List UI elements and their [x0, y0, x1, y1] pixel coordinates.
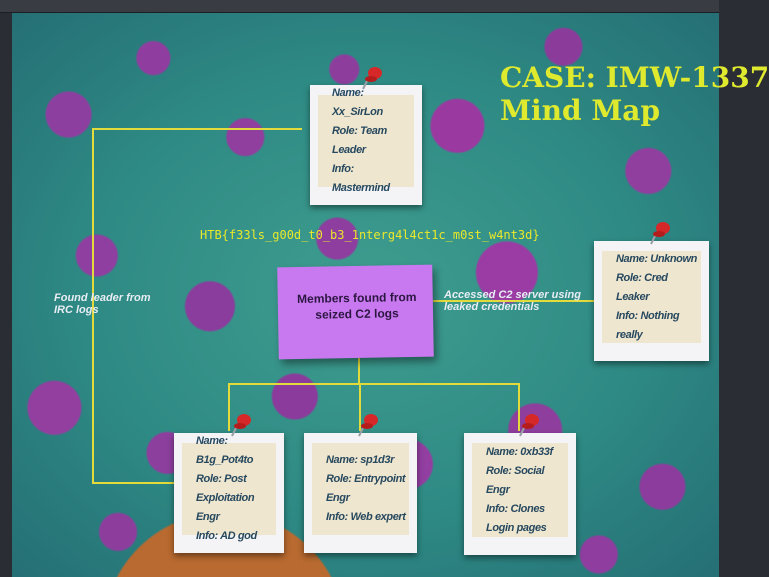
pushpin-icon	[519, 414, 539, 437]
pushpin-icon	[358, 414, 378, 437]
mind-map-board[interactable]: CASE: IMW-1337 Mind Map HTB{f33ls_g00d_t…	[12, 13, 769, 577]
annotation-right: Accessed C2 server using leaked credenti…	[444, 289, 581, 313]
flag-text: HTB{f33ls_g00d_t0_b3_1nterg4l4ct1c_m0st_…	[200, 228, 540, 242]
member-role: Role: Team Leader	[332, 125, 387, 156]
member-card-entrypoint[interactable]: Name: sp1d3r Role: Entrypoint Engr Info:…	[304, 433, 417, 553]
member-info: Info: Web expert	[326, 511, 406, 523]
member-role: Role: Cred Leaker	[616, 271, 668, 303]
member-role: Role: Post	[196, 473, 247, 485]
member-card-leader[interactable]: Name: Xx_SirLon Role: Team Leader Info: …	[310, 85, 422, 205]
member-info: Info: Mastermind	[332, 163, 390, 194]
connector-lines	[92, 128, 594, 484]
member-card-photo: Name: sp1d3r Role: Entrypoint Engr Info:…	[312, 443, 409, 535]
member-role: Role: Entrypoint	[326, 473, 406, 485]
connector-member-bar	[228, 383, 520, 431]
member-name: Name: sp1d3r	[326, 454, 394, 466]
sticky-note-text: Members found from seized C2 logs	[296, 289, 417, 322]
member-role-cont: Exploitation Engr	[196, 492, 255, 523]
annotation-left: Found leader from IRC logs	[54, 292, 151, 316]
member-role-cont: Engr	[326, 492, 350, 504]
member-info: Info: Nothing really	[616, 309, 680, 341]
member-name: Name: 0xb33f	[486, 445, 553, 458]
pushpin-icon	[231, 414, 251, 437]
connector-leader-to-post	[92, 128, 302, 484]
pushpin-icon	[362, 67, 382, 90]
pushpin-icon	[650, 222, 670, 245]
member-card-photo: Name: B1g_Pot4to Role: Post Exploitation…	[182, 435, 276, 542]
top-toolbar	[0, 0, 719, 13]
sticky-note[interactable]: Members found from seized C2 logs	[277, 264, 434, 360]
member-role: Role: Social Engr	[486, 464, 545, 496]
case-title-line1: CASE: IMW-1337	[500, 61, 769, 94]
member-name: Name: Unknown	[616, 252, 697, 265]
member-card-social-engineer[interactable]: Name: 0xb33f Role: Social Engr Info: Clo…	[464, 433, 576, 555]
member-card-photo: Name: 0xb33f Role: Social Engr Info: Clo…	[472, 443, 568, 537]
member-info-cont: Login pages	[486, 521, 547, 534]
member-info: Info: Clones	[486, 502, 545, 515]
case-title: CASE: IMW-1337 Mind Map	[500, 61, 769, 127]
member-card-photo: Name: Xx_SirLon Role: Team Leader Info: …	[318, 87, 414, 194]
member-name: Name: B1g_Pot4to	[196, 435, 254, 466]
member-name: Name: Xx_SirLon	[332, 87, 383, 118]
member-info: Info: AD god	[196, 530, 257, 542]
case-title-line2: Mind Map	[500, 94, 661, 127]
member-card-cred-leaker[interactable]: Name: Unknown Role: Cred Leaker Info: No…	[594, 241, 709, 361]
member-card-photo: Name: Unknown Role: Cred Leaker Info: No…	[602, 251, 701, 343]
member-card-post-exploitation[interactable]: Name: B1g_Pot4to Role: Post Exploitation…	[174, 433, 284, 553]
